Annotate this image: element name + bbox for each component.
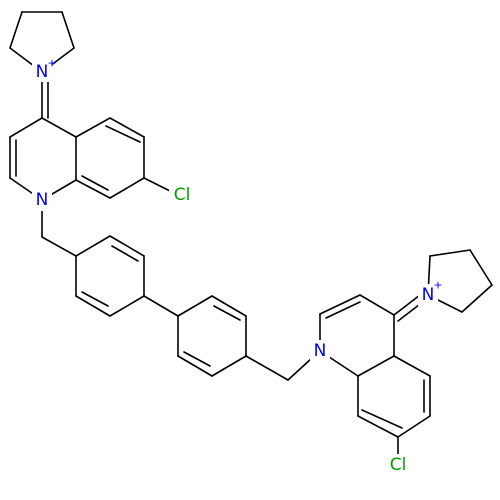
bond-line: [287, 357, 313, 381]
atom-n-ring-lower: N: [314, 341, 327, 361]
bond-line: [41, 117, 77, 138]
bond-line: [393, 355, 431, 377]
bond-line: [319, 294, 361, 315]
bond-line: [75, 235, 111, 257]
bond-line: [109, 235, 145, 257]
label-mask: [32, 60, 52, 82]
bond-line: [213, 305, 241, 321]
bond-line: [111, 245, 139, 262]
bond-line: [109, 177, 145, 199]
atom-n-plus-lower: N: [422, 285, 435, 305]
bond-line: [397, 415, 431, 438]
atom-cl-upper: Cl: [174, 185, 191, 205]
atom-cl-lower: Cl: [390, 455, 407, 475]
atom-label-layer: N + N Cl N + N Cl: [32, 57, 443, 476]
label-mask: [418, 284, 438, 306]
bond-line: [325, 301, 361, 319]
label-mask: [385, 454, 411, 476]
bond-line: [109, 117, 145, 138]
bond-line: [361, 409, 403, 429]
label-mask: [32, 189, 52, 211]
label-mask: [310, 340, 330, 362]
bond-line: [75, 295, 111, 317]
bond-line: [61, 11, 75, 49]
atom-n-plus-upper: N: [36, 62, 49, 82]
bond-line: [429, 249, 471, 257]
bond-line: [177, 355, 213, 377]
bond-line: [41, 236, 77, 257]
bond-line: [357, 355, 395, 377]
bond-line: [359, 294, 395, 316]
bond-line: [461, 284, 493, 313]
bond-line: [109, 295, 145, 317]
bond-line: [75, 117, 111, 138]
bond-line: [183, 351, 211, 367]
bond-line: [81, 291, 109, 307]
bond-line: [357, 415, 399, 438]
bond-line: [469, 249, 493, 286]
bond-line: [245, 355, 289, 381]
charge-plus-upper: +: [47, 57, 56, 70]
bond-line: [143, 295, 179, 317]
bond-line: [75, 179, 111, 199]
label-mask: [169, 184, 195, 206]
bond-line: [105, 125, 141, 143]
bond-line: [143, 177, 173, 193]
bond-line: [81, 175, 109, 191]
bond-line: [9, 11, 23, 49]
bond-line: [177, 295, 213, 317]
atom-n-ring-upper: N: [36, 190, 49, 210]
bond-layer: [9, 11, 493, 455]
bond-line: [211, 295, 247, 317]
bond-line: [9, 117, 43, 138]
bond-line: [211, 355, 247, 377]
bond-line: [393, 294, 421, 316]
charge-plus-lower: +: [433, 279, 442, 292]
